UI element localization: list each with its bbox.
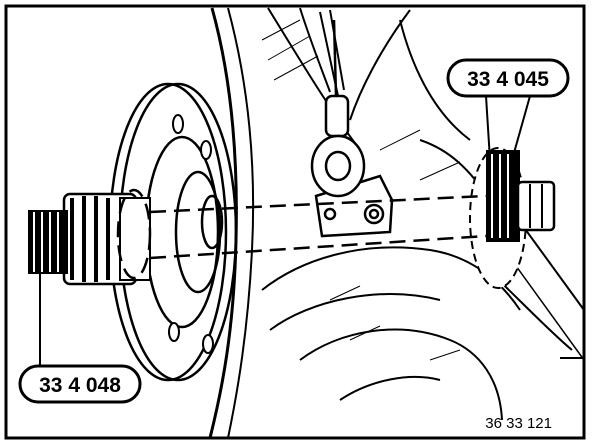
frame-border	[4, 4, 586, 440]
flange-bolt-holes	[168, 114, 214, 354]
callout-label-top: 33 4 045	[467, 68, 549, 91]
figure-number: 36 33 121	[485, 415, 552, 432]
alignment-axis	[116, 188, 487, 280]
puller-tool-right	[469, 147, 556, 289]
callout-33-4-048: 33 4 048	[18, 364, 142, 404]
panel-hatching	[261, 19, 461, 361]
callout-leaders	[39, 95, 531, 366]
callout-label-bottom: 33 4 048	[39, 374, 121, 397]
puller-tool-left	[28, 192, 151, 286]
callout-33-4-045: 33 4 045	[446, 58, 570, 98]
brake-line-fitting	[310, 19, 366, 198]
